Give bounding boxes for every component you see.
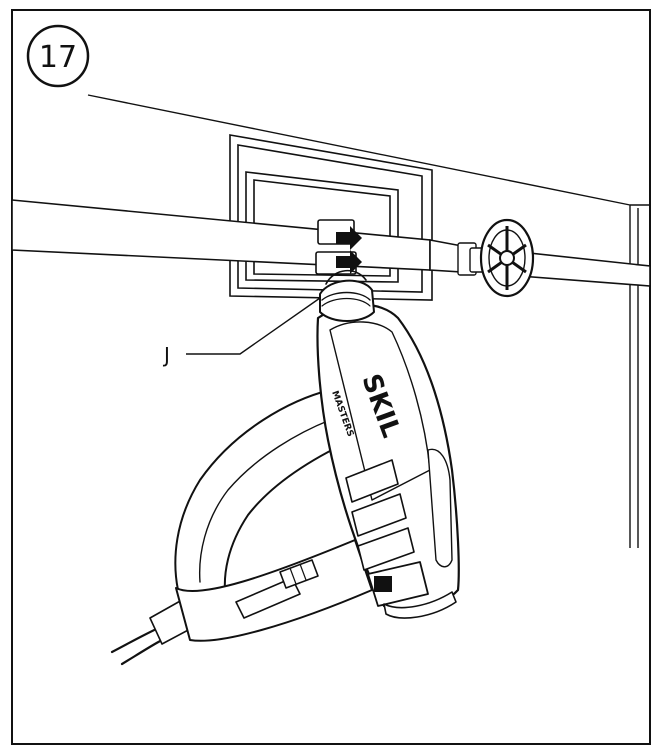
- figure-border: [11, 9, 651, 745]
- callout-leader-line: [186, 297, 321, 355]
- step-badge: 17: [26, 24, 90, 88]
- valve-handwheel-icon: [479, 218, 535, 298]
- heat-gun: [110, 269, 460, 666]
- callout-j: J: [162, 297, 321, 367]
- heat-arrow-icons: [336, 226, 362, 274]
- window-frame: [229, 134, 433, 301]
- callout-label: J: [162, 343, 170, 367]
- step-number: 17: [39, 40, 77, 75]
